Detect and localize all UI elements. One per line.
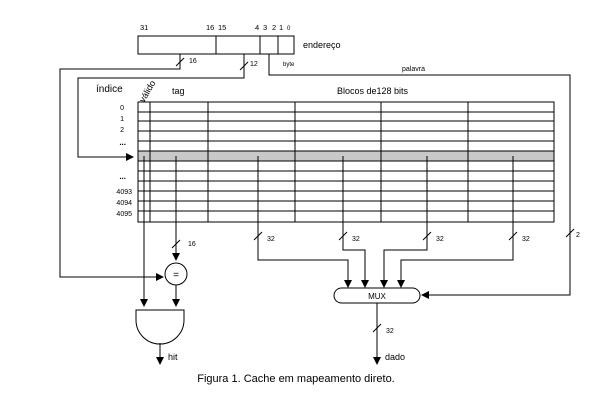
- row-index-labels: 0 1 2 ... ... 4093 4094 4095: [116, 105, 132, 218]
- table-outline: [137, 101, 555, 223]
- row-index-2: 2: [120, 127, 124, 134]
- address-register: 31 16 15 4 3 2 1 0 endereço byte: [137, 23, 341, 68]
- figure-caption: Figura 1. Cache em mapeamento direto.: [197, 373, 395, 385]
- output-width-label: 32: [386, 328, 394, 335]
- block-wire-3: 32: [397, 156, 530, 288]
- bus-slash-stored-tag: [171, 239, 181, 249]
- bit-label-0: 0: [287, 26, 291, 32]
- bit-label-3: 3: [263, 23, 267, 32]
- mux: MUX 32 dado: [333, 287, 421, 365]
- block-2-width-label: 32: [436, 236, 444, 243]
- selected-row-highlight: [138, 151, 554, 161]
- row-index-4095: 4095: [116, 211, 132, 218]
- bus-slash-block-1: [338, 231, 348, 241]
- stored-tag-width-label: 16: [188, 241, 196, 248]
- mux-label: MUX: [368, 292, 386, 301]
- index-width-label: 12: [250, 61, 258, 68]
- and-gate-shape: [135, 309, 185, 345]
- bit-label-31: 31: [140, 23, 148, 32]
- data-label: dado: [385, 352, 405, 362]
- block-wire-0: 32: [253, 156, 352, 288]
- bus-slash-output: [372, 323, 382, 333]
- tag-field-wire: 16: [59, 54, 197, 281]
- tag-header: tag: [172, 86, 185, 96]
- bit-label-1: 1: [279, 23, 283, 32]
- row-lines: [138, 111, 554, 212]
- row-index-1: 1: [120, 116, 124, 123]
- row-index-4094: 4094: [116, 200, 132, 207]
- comparator-label: =: [173, 270, 179, 281]
- word-label: palavra: [402, 66, 425, 73]
- stored-tag-wire: 16: [171, 156, 196, 261]
- column-lines: [149, 102, 469, 222]
- bit-label-4: 4: [255, 23, 259, 32]
- block-0-width-label: 32: [267, 236, 275, 243]
- select-width-label: 2: [576, 232, 580, 239]
- bus-slash-tag: [175, 57, 185, 67]
- word-select-wire: palavra 2: [268, 54, 580, 299]
- row-index-0: 0: [120, 105, 124, 112]
- bit-label-15: 15: [218, 23, 226, 32]
- comparator: =: [164, 262, 188, 307]
- bus-slash-block-3: [508, 231, 518, 241]
- block-wires: 32 32 32 32: [253, 156, 530, 288]
- row-index-4093: 4093: [116, 189, 132, 196]
- bit-label-2: 2: [272, 23, 276, 32]
- bus-slash-block-0: [253, 231, 263, 241]
- index-field-wire: 12: [77, 54, 258, 161]
- valid-header: válido: [137, 79, 157, 104]
- bit-label-16: 16: [206, 23, 214, 32]
- block-wire-1: 32: [338, 156, 369, 288]
- cache-table: índice válido tag Blocos de128 bits: [96, 79, 555, 223]
- block-3-width-label: 32: [522, 236, 530, 243]
- bus-slash-block-2: [422, 231, 432, 241]
- row-index-ellipsis-top: ...: [119, 138, 126, 147]
- hit-label: hit: [168, 352, 178, 362]
- block-1-width-label: 32: [352, 236, 360, 243]
- row-index-ellipsis-bottom: ...: [119, 172, 126, 181]
- and-gate: hit: [135, 309, 185, 365]
- tag-width-label: 16: [189, 58, 197, 65]
- address-label: endereço: [303, 40, 341, 50]
- byte-label: byte: [283, 62, 295, 68]
- block-wire-2: 32: [380, 156, 444, 288]
- bus-slash-index: [239, 61, 249, 71]
- blocks-header: Blocos de128 bits: [337, 86, 409, 96]
- index-header: índice: [96, 84, 123, 95]
- bus-slash-select: [565, 228, 575, 238]
